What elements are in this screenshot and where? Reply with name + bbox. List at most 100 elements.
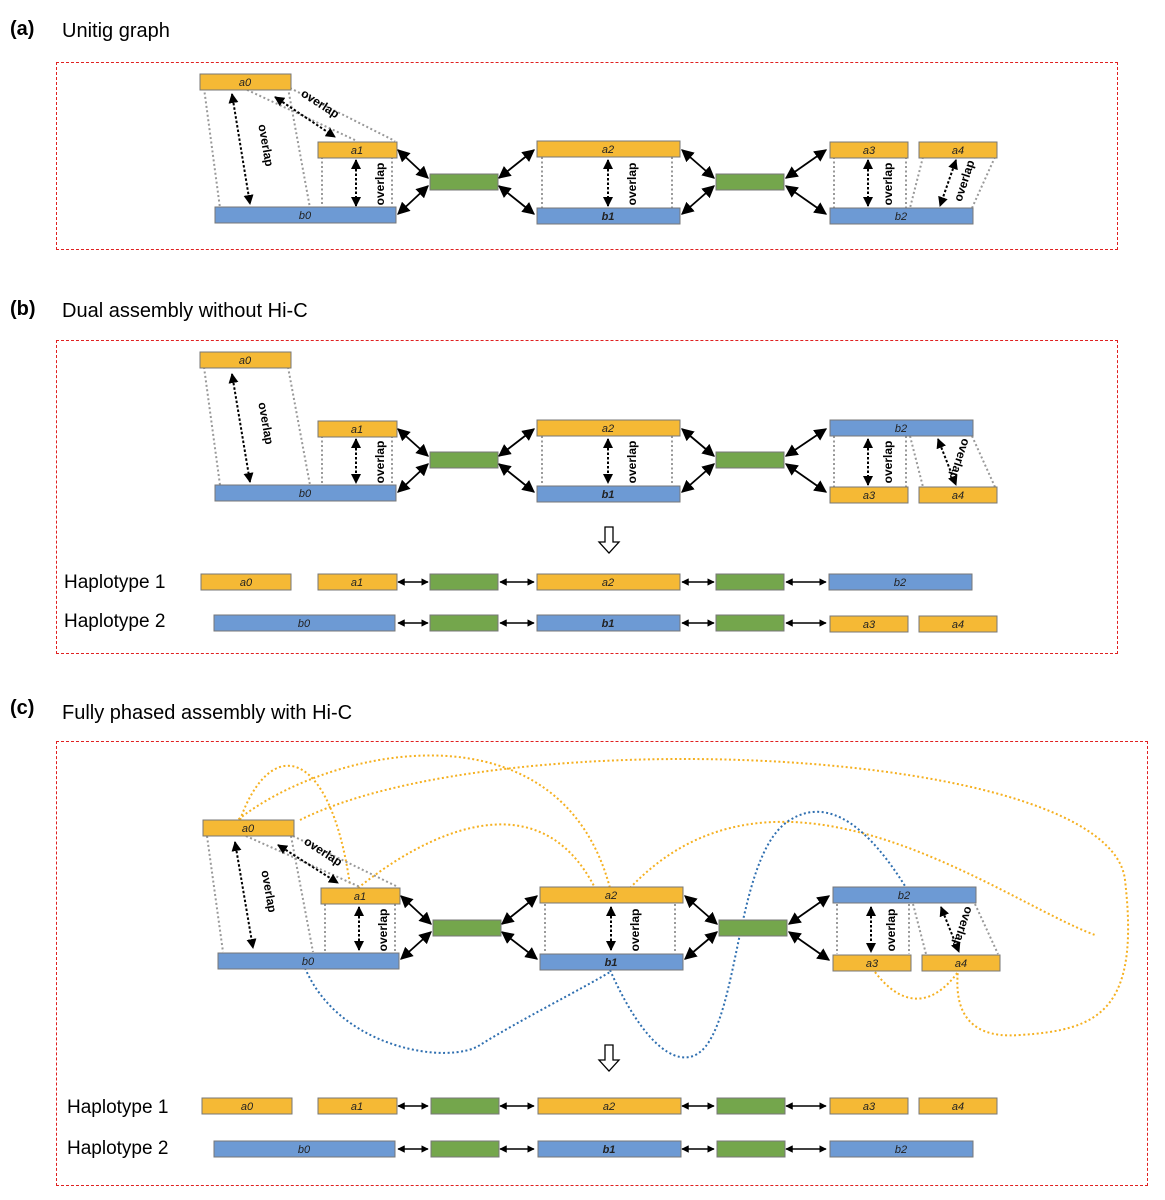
unitig-label-a4: a4 [952,145,964,157]
unitig-a2 [536,573,681,591]
unitig-label-b1: b1 [605,957,618,969]
unitig-label-a1: a1 [351,1101,363,1113]
unitig-label-a4: a4 [952,1101,964,1113]
unitig-a4 [918,1097,998,1115]
unitig-label-a3: a3 [863,145,876,157]
unitig-a1 [317,420,398,438]
unitig-green [429,451,499,469]
overlap-label: overlap [628,909,642,952]
unitig-a3 [829,141,909,159]
unitig-a3 [829,615,909,633]
panel-c-title: Fully phased assembly with Hi-C [62,702,353,724]
unitig-a0 [199,351,292,369]
unitig-a4 [921,954,1001,972]
unitig-label-a2: a2 [602,144,614,156]
unitig-label-a1: a1 [354,891,366,903]
unitig-green [715,451,785,469]
unitig-label-b2: b2 [895,211,907,223]
unitig-b1 [537,1140,682,1158]
unitig-label-b0: b0 [299,210,312,222]
unitig-label-a2: a2 [602,423,614,435]
overlap-label: overlap [255,401,276,445]
unitig-label-a1: a1 [351,145,363,157]
unitig-label-a1: a1 [351,577,363,589]
unitig-label-b0: b0 [299,488,312,500]
unitig-label-b2: b2 [898,890,910,902]
unitig-a3 [829,486,909,504]
unitig-label-a2: a2 [602,577,614,589]
unitig-label-a3: a3 [863,1101,876,1113]
unitig-green [715,173,785,191]
overlap-label: overlap [258,869,279,913]
unitig-label-b2: b2 [894,577,906,589]
overlap-label: overlap [373,163,387,206]
unitig-a2 [539,886,684,904]
unitig-b1 [536,207,681,225]
unitig-a0 [201,1097,293,1115]
unitig-label-a0: a0 [240,577,253,589]
unitig-a2 [536,140,681,158]
panel-c-letter: (c) [10,697,35,719]
hic-links-yellow [234,754,1130,1037]
unitig-green [430,1140,500,1158]
unitig-label-a4: a4 [955,958,967,970]
overlap-label: overlap [884,909,898,952]
unitig-green [429,614,499,632]
overlap-label: overlap [255,123,276,167]
unitig-a1 [317,1097,398,1115]
hic-links-blue [304,810,906,1059]
unitig-b0 [213,1140,396,1158]
panel-a-diagram: overlap overlap overlap overlap overlap … [199,73,998,225]
panel-a-frame [56,62,1118,250]
unitig-a1 [317,141,398,159]
unitig-b1 [536,614,681,632]
unitig-green [715,614,785,632]
unitig-green [432,919,502,937]
unitig-a4 [918,615,998,633]
haplotype-2-label: Haplotype 2 [67,1138,168,1159]
unitig-label-a2: a2 [605,890,617,902]
unitig-label-b2: b2 [895,1144,907,1156]
unitig-label-a0: a0 [239,355,252,367]
down-arrow-icon [597,526,621,554]
unitig-label-a4: a4 [952,490,964,502]
unitig-a1 [320,887,401,905]
haplotype-1-label: Haplotype 1 [67,1097,168,1118]
unitig-label-b0: b0 [298,618,311,630]
unitig-label-a0: a0 [239,77,252,89]
unitig-label-a2: a2 [603,1101,615,1113]
unitig-b1 [536,485,681,503]
unitig-a2 [537,1097,682,1115]
unitig-label-a0: a0 [241,1101,254,1113]
unitig-green [430,1097,500,1115]
unitig-b0 [214,206,397,224]
overlap-label: overlap [373,441,387,484]
unitig-label-a0: a0 [242,823,255,835]
unitig-b2 [829,207,974,225]
unitig-a4 [918,141,998,159]
overlap-label: overlap [625,163,639,206]
overlap-label: overlap [376,909,390,952]
unitig-b2 [832,886,977,904]
panel-b-diagram: overlap overlap overlap overlap overlap [64,351,998,633]
unitig-label-b1: b1 [602,489,615,501]
unitig-label-a3: a3 [863,619,876,631]
overlap-label: overlap [881,441,895,484]
unitig-label-b1: b1 [602,211,615,223]
unitig-label-b0: b0 [302,956,315,968]
unitig-label-b1: b1 [603,1144,616,1156]
unitig-b2 [829,1140,974,1158]
overlap-label: overlap [947,437,974,482]
unitig-a1 [317,573,398,591]
panel-b-letter: (b) [10,298,36,320]
overlap-label: overlap [625,441,639,484]
unitig-label-a3: a3 [866,958,879,970]
unitig-a2 [536,419,681,437]
unitig-green [716,1097,786,1115]
unitig-green [429,173,499,191]
unitig-green [715,573,785,591]
panel-c-frame [56,741,1148,1186]
unitig-green [718,919,788,937]
unitig-a3 [832,954,912,972]
